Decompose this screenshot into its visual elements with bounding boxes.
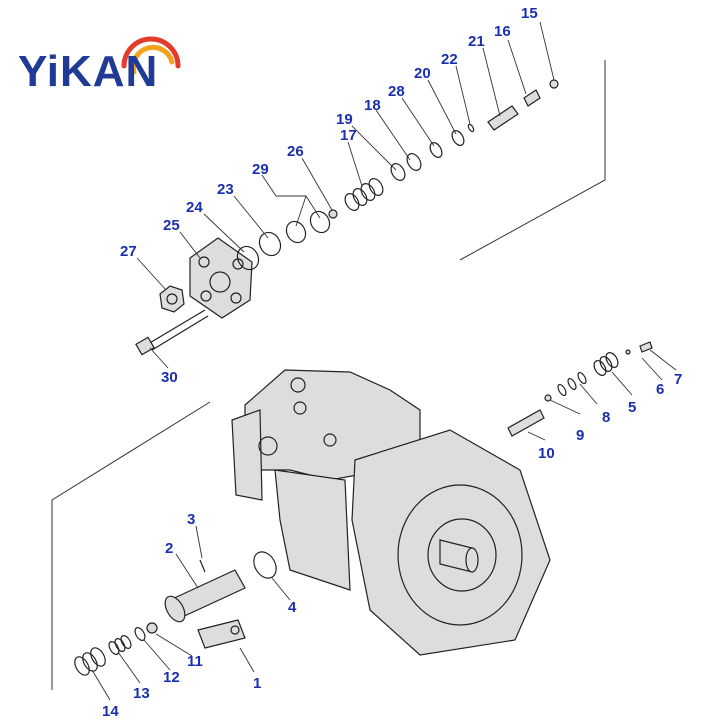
plate-center-bore: [209, 271, 231, 293]
flange-inner-ring: [427, 518, 497, 592]
adjust-screw-edge: [151, 315, 209, 351]
small-seal: [328, 209, 338, 219]
callout-12: 12: [163, 669, 180, 686]
backup-ring: [429, 142, 443, 158]
callout-18: 18: [364, 97, 381, 114]
sleeve: [523, 89, 541, 107]
shaft-end: [465, 547, 479, 573]
callout-labels: 1 2 3 4 5 6 7 8 9 10 11 12 13 14 15 16 1…: [102, 5, 682, 720]
callout-19: 19: [336, 111, 353, 128]
o-ring: [253, 551, 277, 579]
plate-bolt-hole: [230, 292, 242, 304]
callout-15: 15: [521, 5, 538, 22]
callout-14: 14: [102, 703, 119, 720]
o-ring: [390, 163, 406, 181]
frame-line-upper: [459, 60, 606, 261]
side-block: [231, 409, 263, 501]
callout-3: 3: [187, 511, 195, 528]
sleeve-assembly: [593, 352, 619, 376]
port-hole: [293, 401, 307, 415]
spring: [344, 178, 384, 211]
callout-25: 25: [163, 217, 180, 234]
plate-bolt-hole: [198, 256, 210, 268]
callout-10: 10: [538, 445, 555, 462]
o-ring: [557, 383, 567, 397]
o-ring: [406, 153, 422, 171]
plug: [549, 79, 559, 89]
callout-29: 29: [252, 161, 269, 178]
callout-22: 22: [441, 51, 458, 68]
o-ring: [258, 231, 282, 257]
o-ring: [567, 377, 577, 391]
port-hole: [323, 433, 337, 447]
port-hole: [258, 436, 278, 456]
frame-line-lower: [51, 401, 211, 690]
lock-nut: [159, 285, 185, 313]
washer: [134, 627, 146, 641]
callout-8: 8: [602, 409, 610, 426]
backup-ring: [285, 220, 307, 244]
callout-16: 16: [494, 23, 511, 40]
yikan-logo: YiKAN: [18, 30, 198, 100]
o-ring: [451, 130, 465, 146]
piston-end: [164, 595, 186, 623]
callout-1: 1: [253, 675, 261, 692]
callout-27: 27: [120, 243, 137, 260]
callout-17: 17: [340, 127, 357, 144]
adjust-screw: [147, 309, 206, 345]
callout-20: 20: [414, 65, 431, 82]
callout-30: 30: [161, 369, 178, 386]
callout-11: 11: [187, 653, 203, 670]
upper-assembly: [135, 79, 559, 356]
callout-5: 5: [628, 399, 636, 416]
small-ball: [625, 349, 631, 355]
plate-hole: [230, 625, 240, 635]
small-ring: [467, 123, 475, 133]
spool: [507, 409, 545, 437]
callout-26: 26: [287, 143, 304, 160]
logo-arc-icon: [121, 36, 181, 75]
callout-6: 6: [656, 381, 664, 398]
callout-2: 2: [165, 540, 173, 557]
callout-23: 23: [217, 181, 234, 198]
o-ring: [236, 245, 260, 271]
o-ring: [309, 210, 331, 234]
stopper-plate: [197, 619, 246, 649]
nut-bore: [166, 293, 178, 305]
flange-bore-ring: [397, 484, 523, 626]
pump-body: [231, 369, 551, 656]
logo-text: YiKAN: [18, 47, 159, 96]
leader-lines: [91, 21, 677, 701]
spring: [108, 635, 132, 655]
callout-13: 13: [133, 685, 150, 702]
pin: [544, 394, 552, 402]
callout-24: 24: [186, 199, 203, 216]
callout-28: 28: [388, 83, 405, 100]
plate-bolt-hole: [200, 290, 212, 302]
pin: [199, 559, 206, 573]
cover-plate: [189, 237, 253, 319]
port-hole: [290, 377, 306, 393]
pump-housing: [274, 469, 351, 591]
o-ring: [577, 371, 587, 385]
spring: [74, 647, 106, 676]
right-assembly: [507, 341, 653, 437]
screw-head: [135, 336, 155, 356]
callout-7: 7: [674, 371, 682, 388]
callout-9: 9: [576, 427, 584, 444]
lower-left-assembly: [74, 551, 277, 676]
pilot-piston: [487, 105, 519, 131]
callout-4: 4: [288, 599, 297, 616]
nut: [146, 622, 158, 634]
callout-21: 21: [468, 33, 485, 50]
small-plug: [639, 341, 653, 353]
